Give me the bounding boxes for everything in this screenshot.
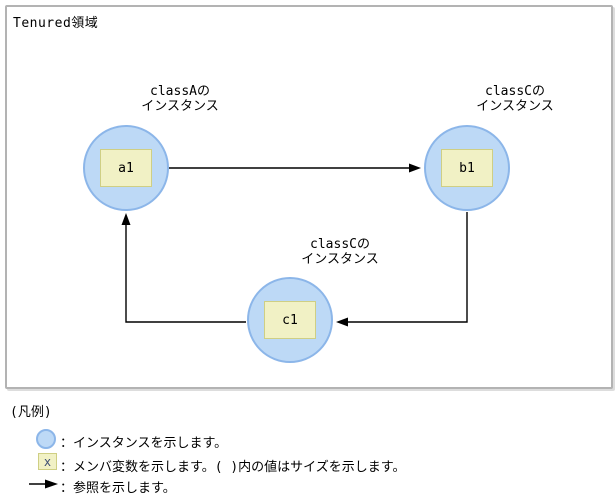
legend-title: (凡例) bbox=[10, 405, 52, 420]
member-variable-name-a1: a1 bbox=[118, 160, 134, 176]
node-label-b1: classCの インスタンス bbox=[476, 84, 554, 114]
node-label-c1: classCの インスタンス bbox=[301, 237, 379, 267]
member-variable-name-c1: c1 bbox=[282, 312, 298, 328]
legend-item-reference-text: ：参照を示します。 bbox=[60, 481, 176, 496]
member-variable-box-b1: b1 bbox=[441, 149, 493, 187]
legend-item-member-variable-text: ：メンバ変数を示します。( )内の値はサイズを示します。 bbox=[60, 460, 406, 475]
member-variable-symbol: x bbox=[43, 454, 52, 469]
node-label-a1: classAの インスタンス bbox=[141, 84, 219, 114]
legend-item-instance-text: ：インスタンスを示します。 bbox=[60, 436, 228, 451]
member-variable-box-a1: a1 bbox=[100, 149, 152, 187]
member-variable-name-b1: b1 bbox=[459, 160, 475, 176]
tenured-area-title: Tenured領域 bbox=[13, 16, 99, 31]
instance-circle-icon bbox=[36, 429, 56, 449]
member-variable-box-icon: x bbox=[38, 453, 57, 470]
member-variable-box-c1: c1 bbox=[264, 301, 316, 339]
reference-arrow-icon bbox=[29, 479, 58, 489]
